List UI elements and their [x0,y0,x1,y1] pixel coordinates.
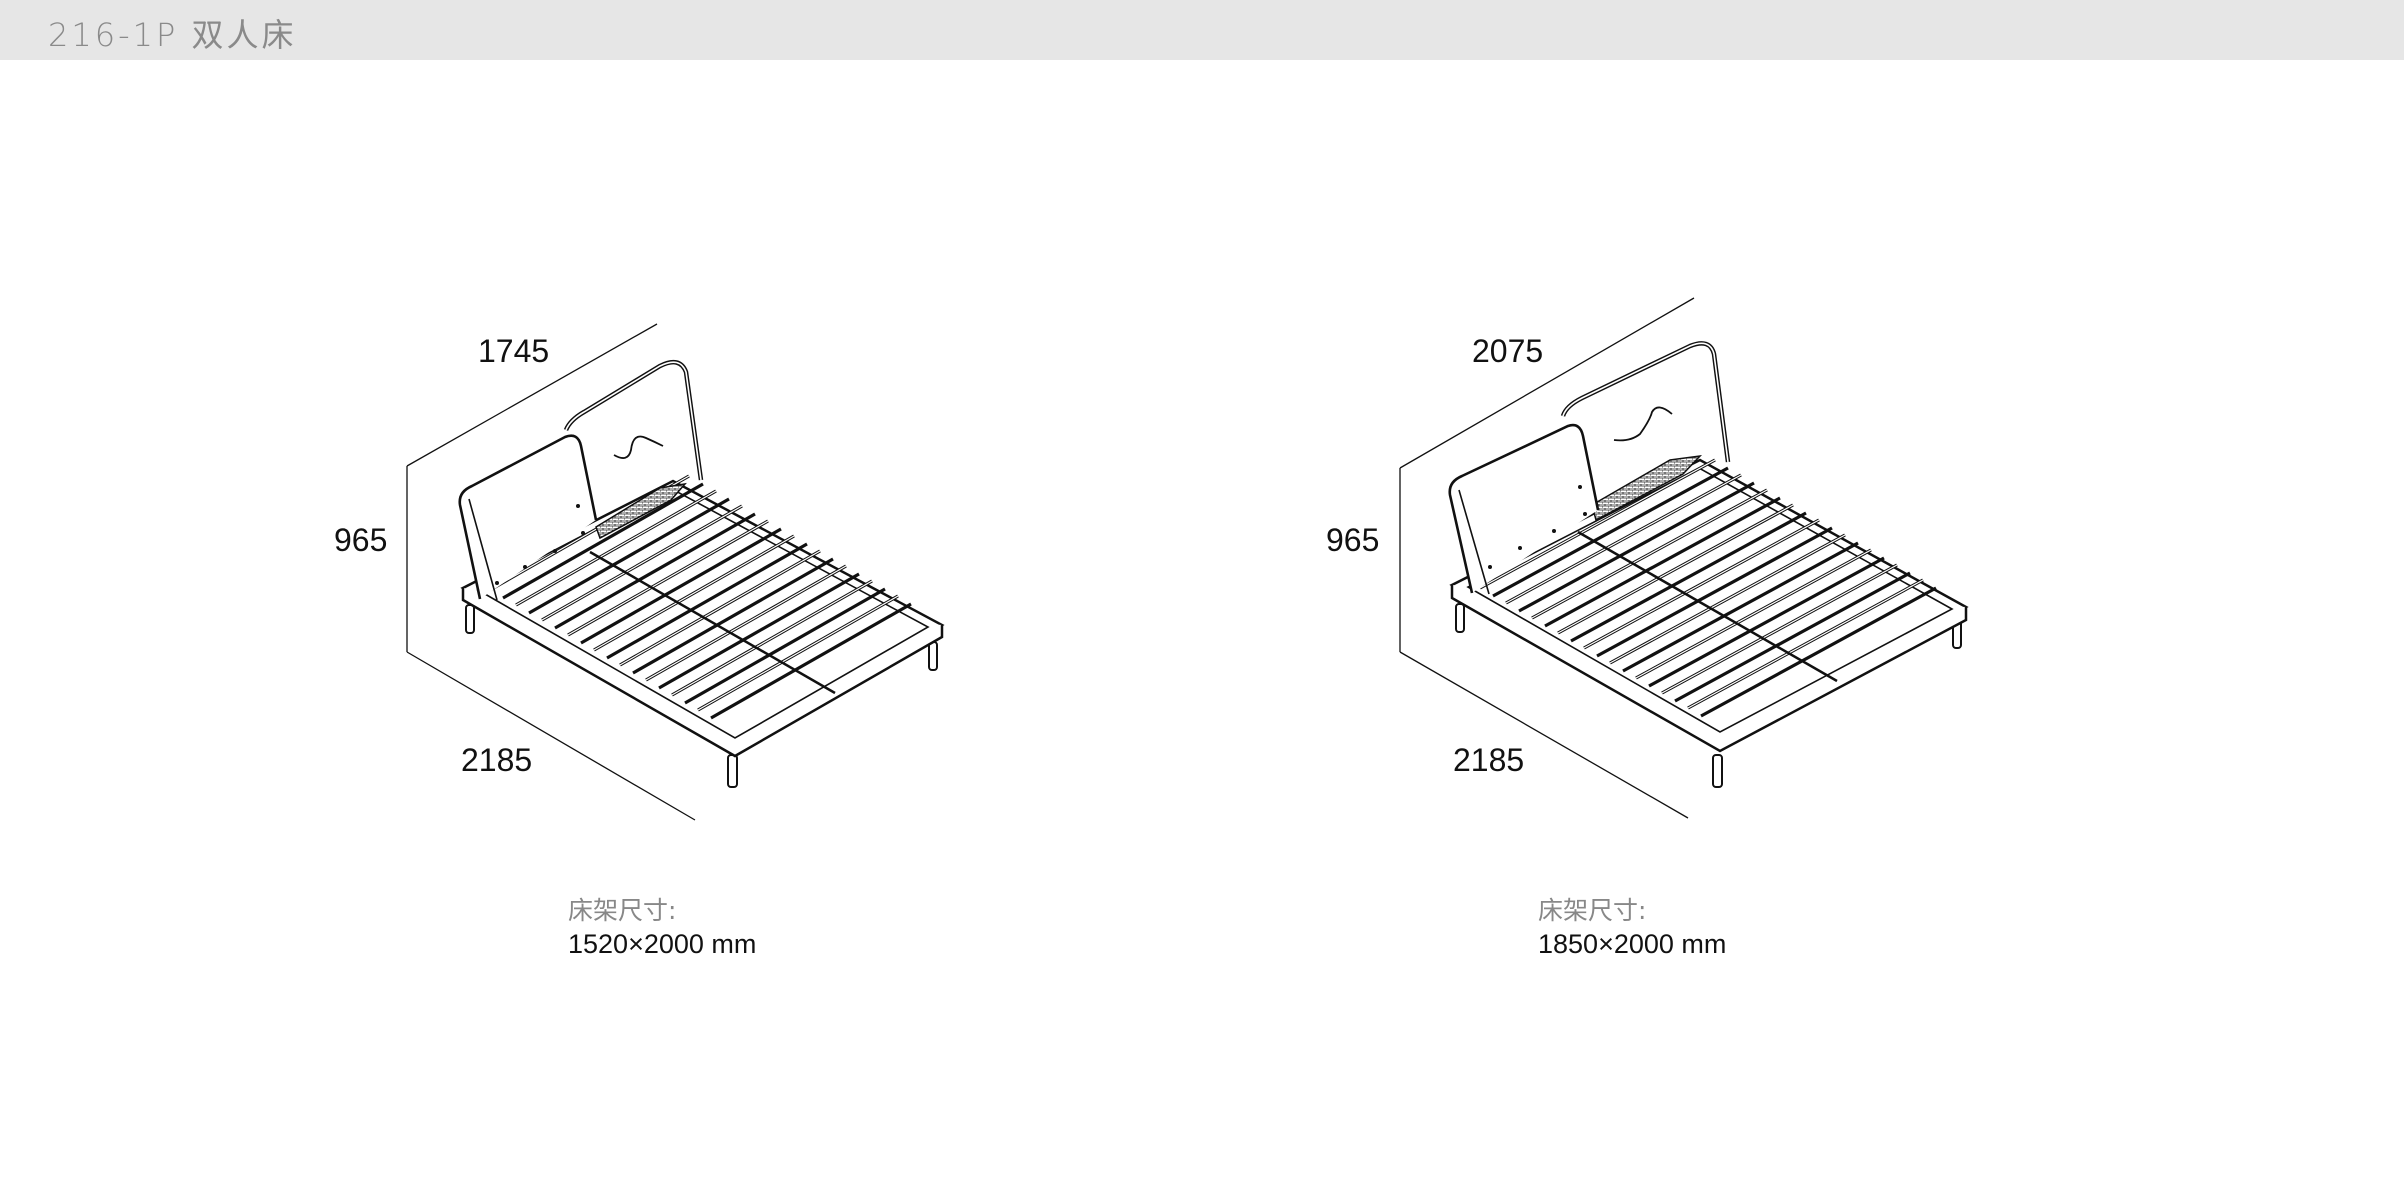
bed-size-caption: 床架尺寸: 1850×2000 mm [1538,895,1726,961]
caption-label: 床架尺寸: [568,896,677,925]
caption-label: 床架尺寸: [1538,896,1647,925]
dimension-length-label: 2185 [461,742,533,778]
dimension-width-label: 2075 [1472,333,1544,369]
dimension-length-label: 2185 [1453,742,1525,778]
caption-value: 1850×2000 mm [1538,929,1727,959]
dimension-height-label: 965 [334,522,388,558]
bed-diagram-right [1399,297,1969,819]
dimension-lines [406,323,696,821]
caption-value: 1520×2000 mm [568,929,757,959]
dimension-lines [1399,297,1695,819]
title-bar: 216-1P 双人床 [0,0,2404,60]
dimension-height-label: 965 [1326,522,1380,558]
bed-diagram-left [406,323,945,821]
bed-size-caption: 床架尺寸: 1520×2000 mm [568,895,756,961]
dimension-width-label: 1745 [478,333,550,369]
page-title: 216-1P 双人床 [48,16,297,54]
